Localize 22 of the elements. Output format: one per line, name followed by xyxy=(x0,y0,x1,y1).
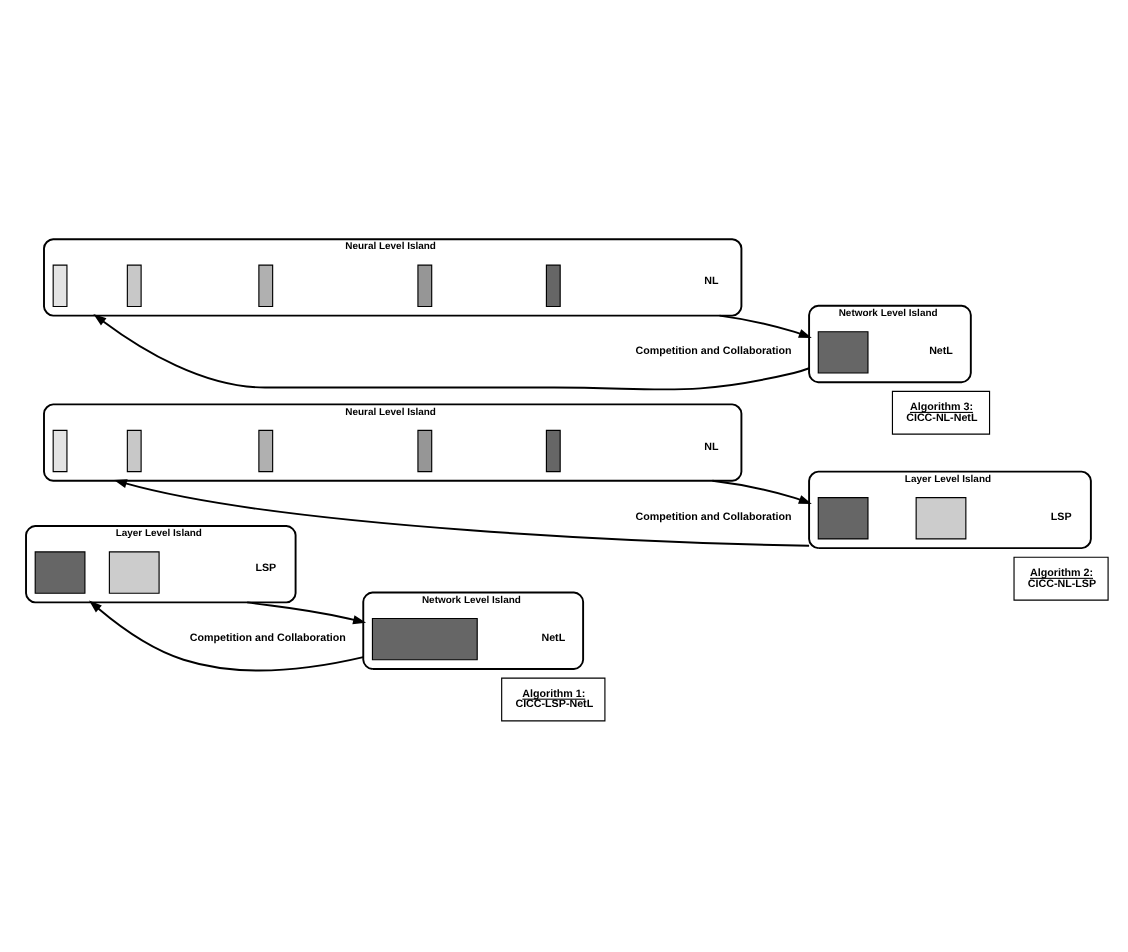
node-bar xyxy=(52,428,68,472)
node-box xyxy=(108,550,160,593)
arrow xyxy=(718,313,812,338)
arrow xyxy=(711,478,812,503)
arrow xyxy=(89,599,365,671)
node-bar xyxy=(545,428,561,472)
node-bar xyxy=(545,263,561,307)
node-bar xyxy=(52,263,68,307)
node-bar xyxy=(126,263,142,307)
node-bar xyxy=(258,263,274,307)
node-box xyxy=(817,496,869,539)
node-box xyxy=(371,616,478,660)
node-bar xyxy=(417,428,433,472)
node-bar xyxy=(126,428,142,472)
node-bar xyxy=(258,428,274,472)
arrow xyxy=(93,312,811,390)
node-box xyxy=(915,496,967,539)
node-box xyxy=(817,330,869,373)
arrow xyxy=(113,478,811,546)
arrow xyxy=(246,600,367,624)
node-box xyxy=(34,550,86,593)
node-bar xyxy=(417,263,433,307)
